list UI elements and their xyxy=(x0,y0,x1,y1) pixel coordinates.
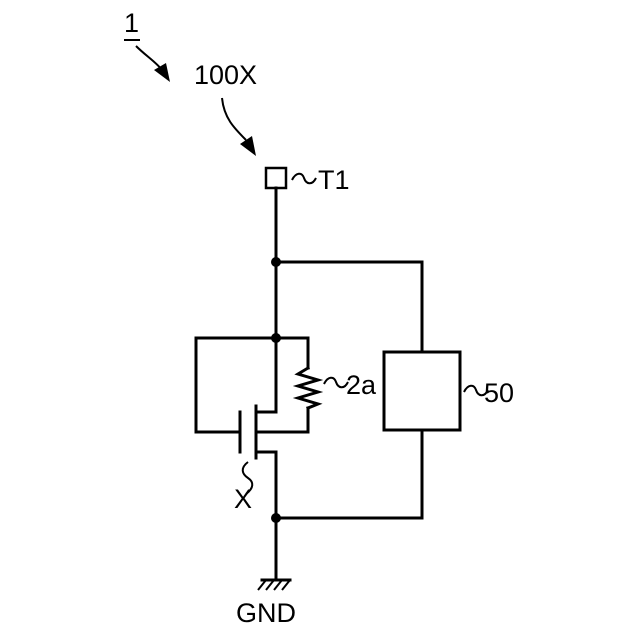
circuit-ref-label: 100X xyxy=(194,60,257,90)
gate-loop xyxy=(196,338,276,432)
figure-ref-arrowhead xyxy=(154,63,170,82)
terminal-tilde xyxy=(292,174,316,184)
circuit-ref-leader xyxy=(222,98,246,140)
circuit-ref-arrowhead xyxy=(240,136,256,156)
resistor-label: 2a xyxy=(346,370,377,400)
node-upper xyxy=(271,257,281,267)
source-lead xyxy=(256,452,276,518)
terminal-box xyxy=(266,168,286,188)
resistor-zigzag xyxy=(298,368,318,408)
resistor-lead-top xyxy=(276,338,308,368)
block-label: 50 xyxy=(484,378,514,408)
block-50: 50 xyxy=(384,352,514,430)
terminal-t1: T1 xyxy=(266,165,350,195)
figure-reference: 1 xyxy=(124,8,170,82)
resistor-tilde xyxy=(324,378,348,388)
block-box xyxy=(384,352,460,430)
circuit-reference: 100X xyxy=(194,60,257,156)
figure-ref-leader xyxy=(136,46,162,70)
transistor-x: X xyxy=(196,338,308,518)
ground-label: GND xyxy=(236,598,296,628)
transistor-label: X xyxy=(234,484,252,514)
resistor-2a: 2a xyxy=(276,338,377,408)
drain-lead xyxy=(256,338,276,412)
ground-symbol: GND xyxy=(236,580,296,628)
figure-ref-label: 1 xyxy=(124,8,139,38)
terminal-label: T1 xyxy=(318,165,350,195)
